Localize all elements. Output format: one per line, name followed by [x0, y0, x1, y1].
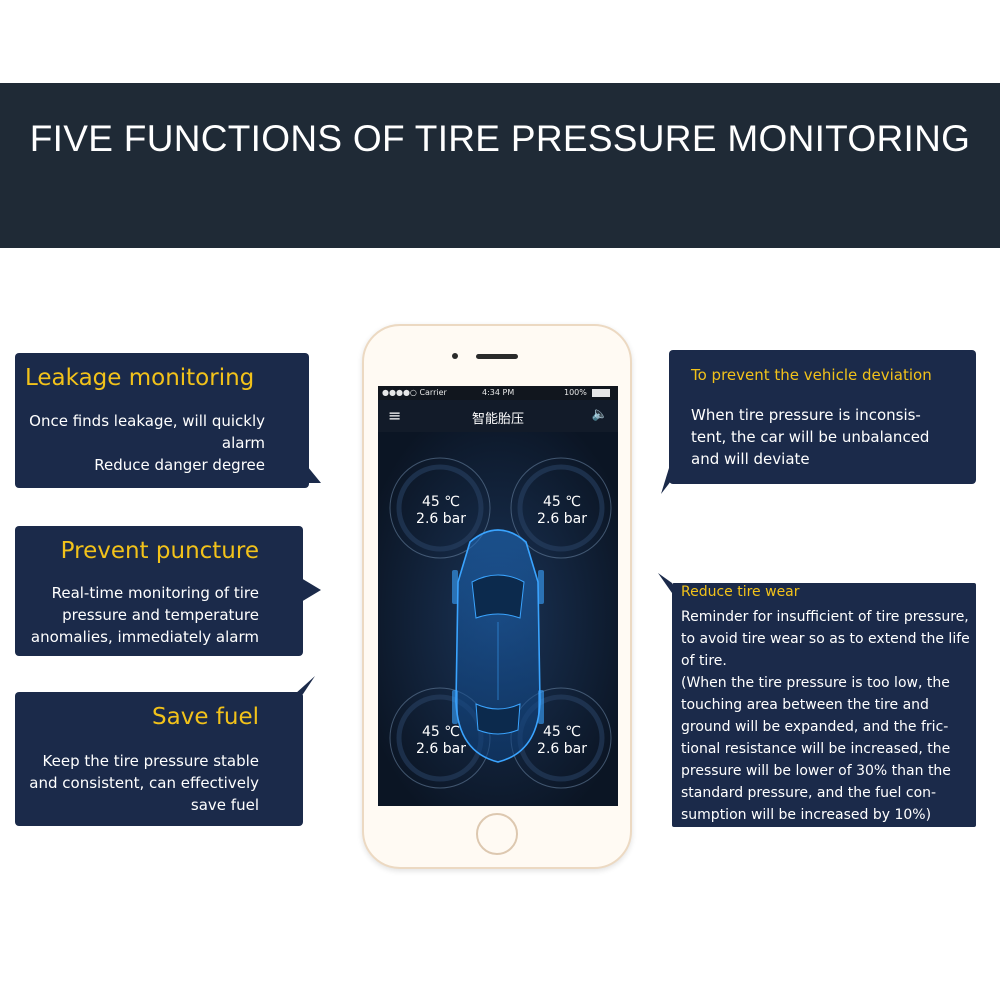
status-bar: ●●●●○ Carrier 4:34 PM 100%	[378, 386, 618, 400]
feature-leakage-monitoring: Leakage monitoring Once finds leakage, w…	[15, 353, 321, 488]
tire-dashboard	[378, 432, 618, 806]
tire-gauge-front-right: 45 ℃ 2.6 bar	[519, 494, 605, 528]
app-title: 智能胎压	[471, 412, 524, 427]
callout-tail	[658, 573, 672, 593]
feature-prevent-puncture: Prevent puncture Real-time monitoring of…	[15, 526, 321, 656]
feature-title: Save fuel	[152, 704, 259, 730]
tire-temperature: 45 ℃	[543, 494, 581, 510]
battery-icon	[592, 389, 610, 397]
page-title: FIVE FUNCTIONS OF TIRE PRESSURE MONITORI…	[29, 118, 971, 159]
tire-temperature: 45 ℃	[422, 494, 460, 510]
feature-description: Real-time monitoring of tire pressure an…	[30, 584, 259, 646]
feature-reduce-tire-wear: Reduce tire wear Reminder for insufficie…	[658, 573, 976, 827]
callout-tail	[661, 468, 681, 494]
home-button[interactable]	[476, 813, 518, 855]
callout-tail	[301, 578, 321, 602]
feature-title: To prevent the vehicle deviation	[691, 366, 932, 384]
hamburger-menu-icon[interactable]: ≡	[388, 406, 402, 425]
feature-save-fuel: Save fuel Keep the tire pressure stable …	[15, 676, 315, 826]
tire-gauge-rear-right: 45 ℃ 2.6 bar	[519, 724, 605, 758]
tire-gauge-front-left: 45 ℃ 2.6 bar	[398, 494, 484, 528]
tire-temperature: 45 ℃	[543, 724, 581, 740]
callout-tail	[295, 676, 315, 694]
feature-title: Leakage monitoring	[25, 365, 255, 391]
clock: 4:34 PM	[482, 388, 515, 397]
carrier-label: ●●●●○ Carrier	[382, 388, 447, 397]
feature-description: When tire pressure is inconsis- tent, th…	[691, 406, 930, 468]
feature-description: Once finds leakage, will quickly alarm R…	[29, 412, 265, 474]
phone-screen: ●●●●○ Carrier 4:34 PM 100% ≡ 智能胎压 🔈	[378, 386, 618, 806]
callout-tail	[303, 461, 321, 483]
feature-description: Keep the tire pressure stable and consis…	[29, 752, 259, 814]
tire-pressure: 2.6 bar	[537, 511, 587, 527]
title-banner	[0, 83, 1000, 248]
feature-title: Prevent puncture	[60, 538, 259, 564]
tire-gauge-rear-left: 45 ℃ 2.6 bar	[398, 724, 484, 758]
smartphone: ●●●●○ Carrier 4:34 PM 100% ≡ 智能胎压 🔈	[362, 324, 632, 869]
battery-percent: 100%	[564, 388, 587, 397]
feature-prevent-vehicle-deviation: To prevent the vehicle deviation When ti…	[661, 350, 976, 494]
feature-description: Reminder for insufficient of tire pressu…	[681, 609, 970, 823]
feature-title: Reduce tire wear	[681, 584, 800, 600]
speaker-icon[interactable]: 🔈	[591, 407, 608, 422]
app-header: ≡ 智能胎压 🔈	[378, 400, 618, 432]
car-icon	[452, 529, 544, 763]
tire-pressure: 2.6 bar	[537, 741, 587, 757]
tire-pressure: 2.6 bar	[416, 511, 466, 527]
tire-temperature: 45 ℃	[422, 724, 460, 740]
front-camera	[452, 353, 458, 359]
earpiece-speaker	[476, 354, 518, 359]
tire-pressure: 2.6 bar	[416, 741, 466, 757]
